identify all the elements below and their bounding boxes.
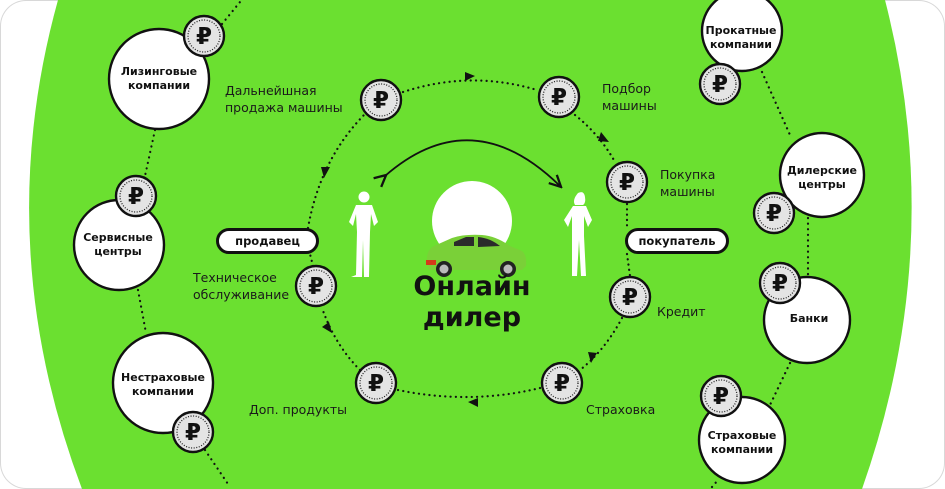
step-label-extras: Доп. продукты [249, 402, 348, 417]
partner-circle-leasing [107, 27, 211, 131]
ruble-coin-icon: ₽ [114, 174, 158, 218]
arrow-icon [465, 72, 475, 81]
ruble-coin-icon: ₽ [537, 75, 581, 119]
ruble-symbol: ₽ [622, 285, 638, 311]
partner-circle-non-insurance [111, 331, 215, 435]
arrow-icon [322, 322, 332, 333]
ruble-coin-icon: ₽ [171, 410, 215, 454]
arrow-icon [468, 398, 478, 407]
ruble-symbol: ₽ [772, 271, 788, 297]
ruble-symbol: ₽ [551, 85, 567, 111]
arrow-icon [588, 352, 597, 363]
partner-circle-rental [700, 0, 784, 73]
outer-chain-left [136, 0, 242, 489]
partner-circle-dealers [778, 131, 866, 219]
ruble-symbol: ₽ [373, 88, 389, 114]
seller-pill: продавец [216, 228, 319, 254]
arrow-icon [598, 132, 609, 142]
ruble-coin-icon: ₽ [294, 264, 338, 308]
arrow-icon [321, 167, 330, 178]
ruble-symbol: ₽ [308, 274, 324, 300]
ruble-symbol: ₽ [368, 371, 384, 397]
outer-chain-right [710, 70, 810, 489]
step-label-credit: Кредит [657, 304, 706, 319]
ruble-coin-icon: ₽ [182, 14, 226, 58]
buyer-pill: покупатель [625, 228, 729, 254]
ruble-coin-icon: ₽ [359, 78, 403, 122]
ruble-coin-icon: ₽ [608, 275, 652, 319]
ruble-symbol: ₽ [185, 420, 201, 446]
ruble-symbol: ₽ [766, 201, 782, 227]
ruble-symbol: ₽ [713, 384, 729, 410]
buyer-silhouette-icon [564, 192, 592, 276]
seller-silhouette-icon [349, 191, 378, 277]
ruble-symbol: ₽ [196, 24, 212, 50]
ruble-symbol: ₽ [554, 371, 570, 397]
ruble-coin-icon: ₽ [354, 361, 398, 405]
inner-cycle [306, 79, 632, 399]
step-label-insurance: Страховка [586, 402, 656, 417]
ruble-coin-icon: ₽ [698, 62, 742, 106]
exchange-arrow [385, 139, 560, 186]
ruble-coin-icon: ₽ [699, 374, 743, 418]
ruble-coin-icon: ₽ [605, 160, 649, 204]
ruble-symbol: ₽ [712, 72, 728, 98]
partner-label-banks: Банки [789, 312, 829, 325]
ruble-coin-icon: ₽ [540, 361, 584, 405]
ruble-coin-icon: ₽ [752, 191, 796, 235]
ruble-symbol: ₽ [128, 184, 144, 210]
ruble-coin-icon: ₽ [758, 261, 802, 305]
cycle-arrowheads [321, 72, 609, 407]
ruble-coins: ₽ ₽ ₽ ₽ ₽ ₽ ₽ ₽ ₽ ₽ ₽ ₽ ₽ ₽ [114, 14, 802, 454]
car-icon [426, 234, 527, 277]
ruble-symbol: ₽ [619, 170, 635, 196]
